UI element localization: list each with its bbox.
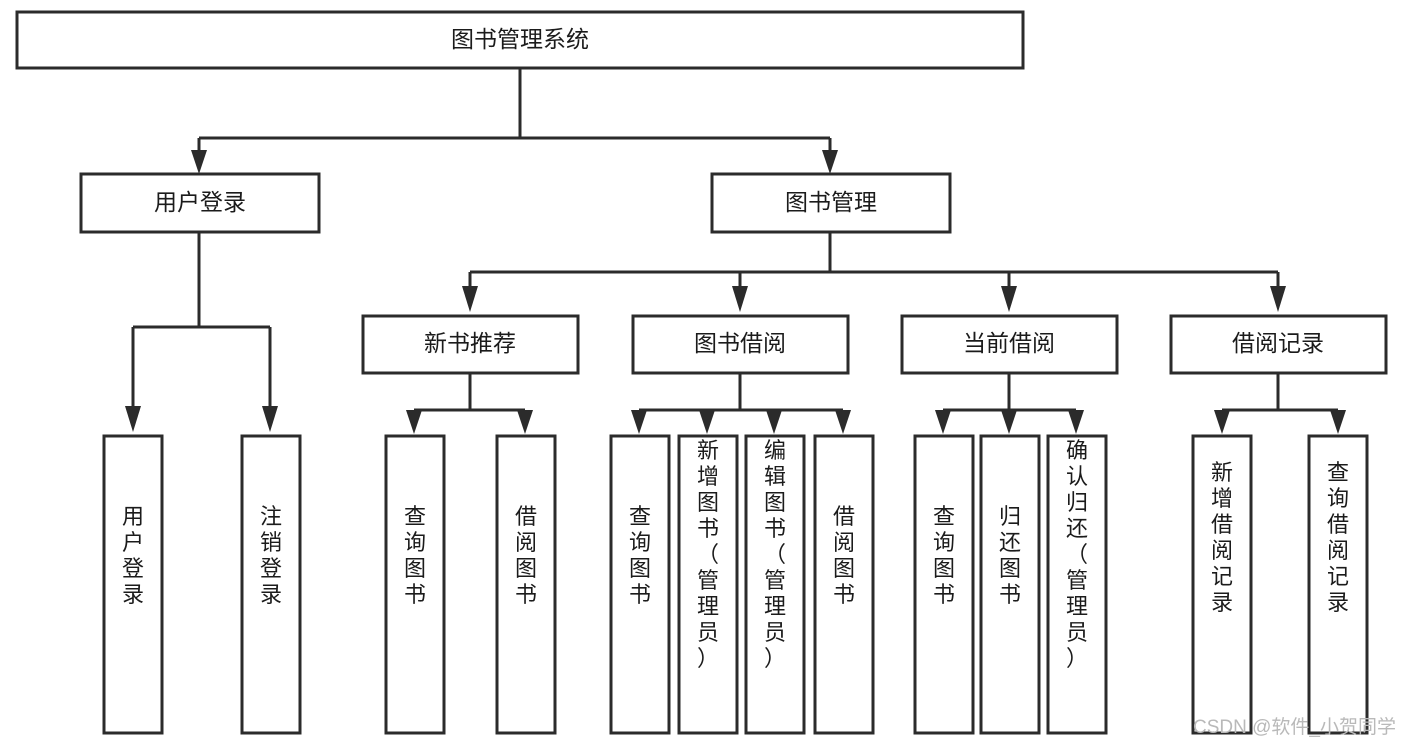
node-borrow-record[interactable]: 借阅记录	[1169, 314, 1388, 375]
node-new-book-recommend[interactable]: 新书推荐	[361, 314, 580, 375]
node-current-borrow[interactable]: 当前借阅	[900, 314, 1119, 375]
node-leaf-user-logout[interactable]: 注销登录	[240, 434, 302, 735]
node-leaf-query-book-2-label: 查询图书	[629, 504, 651, 607]
node-leaf-borrow-book-1-box[interactable]	[495, 434, 557, 735]
csdn-watermark: CSDN @软件_小贺同学	[1193, 716, 1396, 738]
arrow-head-leaf-user-login	[125, 406, 141, 432]
node-leaf-query-book-2[interactable]: 查询图书	[609, 434, 671, 735]
node-leaf-borrow-book-1-label: 借阅图书	[515, 504, 537, 607]
node-leaf-add-book-box[interactable]	[677, 434, 739, 735]
node-leaf-edit-book-box[interactable]	[744, 434, 806, 735]
arrow-head-leaf-confirm-return	[1068, 410, 1084, 434]
node-root-box[interactable]	[15, 10, 1025, 70]
connector-group-root	[191, 68, 838, 174]
connector-group-book-borrow	[631, 373, 851, 434]
node-book-management-box[interactable]	[710, 172, 952, 234]
node-current-borrow-box[interactable]	[900, 314, 1119, 375]
node-root[interactable]: 图书管理系统	[15, 10, 1025, 70]
node-leaf-query-book-3-label: 查询图书	[933, 504, 955, 607]
arrow-head-borrow-record	[1270, 286, 1286, 312]
node-user-login-label: 用户登录	[154, 189, 246, 215]
arrow-head-leaf-add-record	[1214, 410, 1230, 434]
node-leaf-confirm-return-box[interactable]	[1046, 434, 1108, 735]
node-new-book-recommend-label: 新书推荐	[424, 330, 516, 356]
node-leaf-add-record[interactable]: 新增借阅记录	[1191, 434, 1253, 735]
node-leaf-add-record-label: 新增借阅记录	[1211, 460, 1233, 615]
node-leaf-user-logout-box[interactable]	[240, 434, 302, 735]
node-leaf-return-book[interactable]: 归还图书	[979, 434, 1041, 735]
connector-group-current-borrow	[935, 373, 1084, 434]
node-leaf-add-record-box[interactable]	[1191, 434, 1253, 735]
node-current-borrow-label: 当前借阅	[963, 330, 1055, 356]
node-leaf-query-book-1-box[interactable]	[384, 434, 446, 735]
node-leaf-borrow-book-2[interactable]: 借阅图书	[813, 434, 875, 735]
node-leaf-borrow-book-2-label: 借阅图书	[833, 504, 855, 607]
arrow-head-current-borrow	[1001, 286, 1017, 312]
node-leaf-confirm-return[interactable]: 确认归还（管理员）	[1046, 434, 1108, 735]
node-borrow-record-label: 借阅记录	[1232, 330, 1324, 356]
node-user-login-box[interactable]	[79, 172, 321, 234]
node-leaf-borrow-book-2-box[interactable]	[813, 434, 875, 735]
arrow-head-book-mgmt	[822, 150, 838, 174]
node-book-borrow-box[interactable]	[631, 314, 850, 375]
node-leaf-add-book-label: 新增图书（管理员）	[697, 438, 719, 671]
node-leaf-query-book-1-label: 查询图书	[404, 504, 426, 607]
node-leaf-return-book-label: 归还图书	[999, 504, 1021, 607]
arrow-head-new-book-recommend	[462, 286, 478, 312]
node-book-management-label: 图书管理	[785, 189, 877, 215]
node-leaf-return-book-box[interactable]	[979, 434, 1041, 735]
arrow-head-book-borrow	[732, 286, 748, 312]
node-leaf-user-login[interactable]: 用户登录	[102, 434, 164, 735]
node-book-management[interactable]: 图书管理	[710, 172, 952, 234]
arrow-head-leaf-query-book-1	[406, 410, 422, 434]
node-leaf-query-book-2-box[interactable]	[609, 434, 671, 735]
arrow-head-leaf-query-book-3	[935, 410, 951, 434]
node-leaf-query-book-3[interactable]: 查询图书	[913, 434, 975, 735]
node-leaf-borrow-book-1[interactable]: 借阅图书	[495, 434, 557, 735]
arrow-head-leaf-edit-book	[766, 410, 782, 434]
node-leaf-query-record[interactable]: 查询借阅记录	[1307, 434, 1369, 735]
node-book-borrow[interactable]: 图书借阅	[631, 314, 850, 375]
arrow-head-leaf-add-book	[699, 410, 715, 434]
connector-group-book-mgmt	[462, 232, 1286, 312]
node-leaf-query-book-1[interactable]: 查询图书	[384, 434, 446, 735]
node-leaf-edit-book-label: 编辑图书（管理员）	[764, 438, 786, 671]
node-user-login[interactable]: 用户登录	[79, 172, 321, 234]
node-leaf-query-record-label: 查询借阅记录	[1327, 460, 1349, 615]
arrow-head-leaf-borrow-book-2	[835, 410, 851, 434]
arrow-head-leaf-return-book	[1001, 410, 1017, 434]
node-leaf-query-record-box[interactable]	[1307, 434, 1369, 735]
node-leaf-confirm-return-label: 确认归还（管理员）	[1066, 438, 1088, 671]
node-book-borrow-label: 图书借阅	[694, 330, 786, 356]
arrow-head-leaf-borrow-book-1	[517, 410, 533, 434]
arrow-head-leaf-query-book-2	[631, 410, 647, 434]
node-leaf-user-login-label: 用户登录	[122, 504, 144, 607]
node-root-label: 图书管理系统	[451, 26, 589, 52]
connector-group-borrow-record	[1214, 373, 1346, 434]
node-leaf-edit-book[interactable]: 编辑图书（管理员）	[744, 434, 806, 735]
connector-group-user-login	[125, 232, 278, 432]
node-new-book-recommend-box[interactable]	[361, 314, 580, 375]
arrow-head-leaf-user-logout	[262, 406, 278, 432]
arrow-head-leaf-query-record	[1330, 410, 1346, 434]
connector-group-new-book-recommend	[406, 373, 533, 434]
node-leaf-user-login-box[interactable]	[102, 434, 164, 735]
node-borrow-record-box[interactable]	[1169, 314, 1388, 375]
arrow-head-user-login	[191, 150, 207, 174]
node-leaf-add-book[interactable]: 新增图书（管理员）	[677, 434, 739, 735]
node-leaf-user-logout-label: 注销登录	[260, 504, 282, 607]
node-leaf-query-book-3-box[interactable]	[913, 434, 975, 735]
